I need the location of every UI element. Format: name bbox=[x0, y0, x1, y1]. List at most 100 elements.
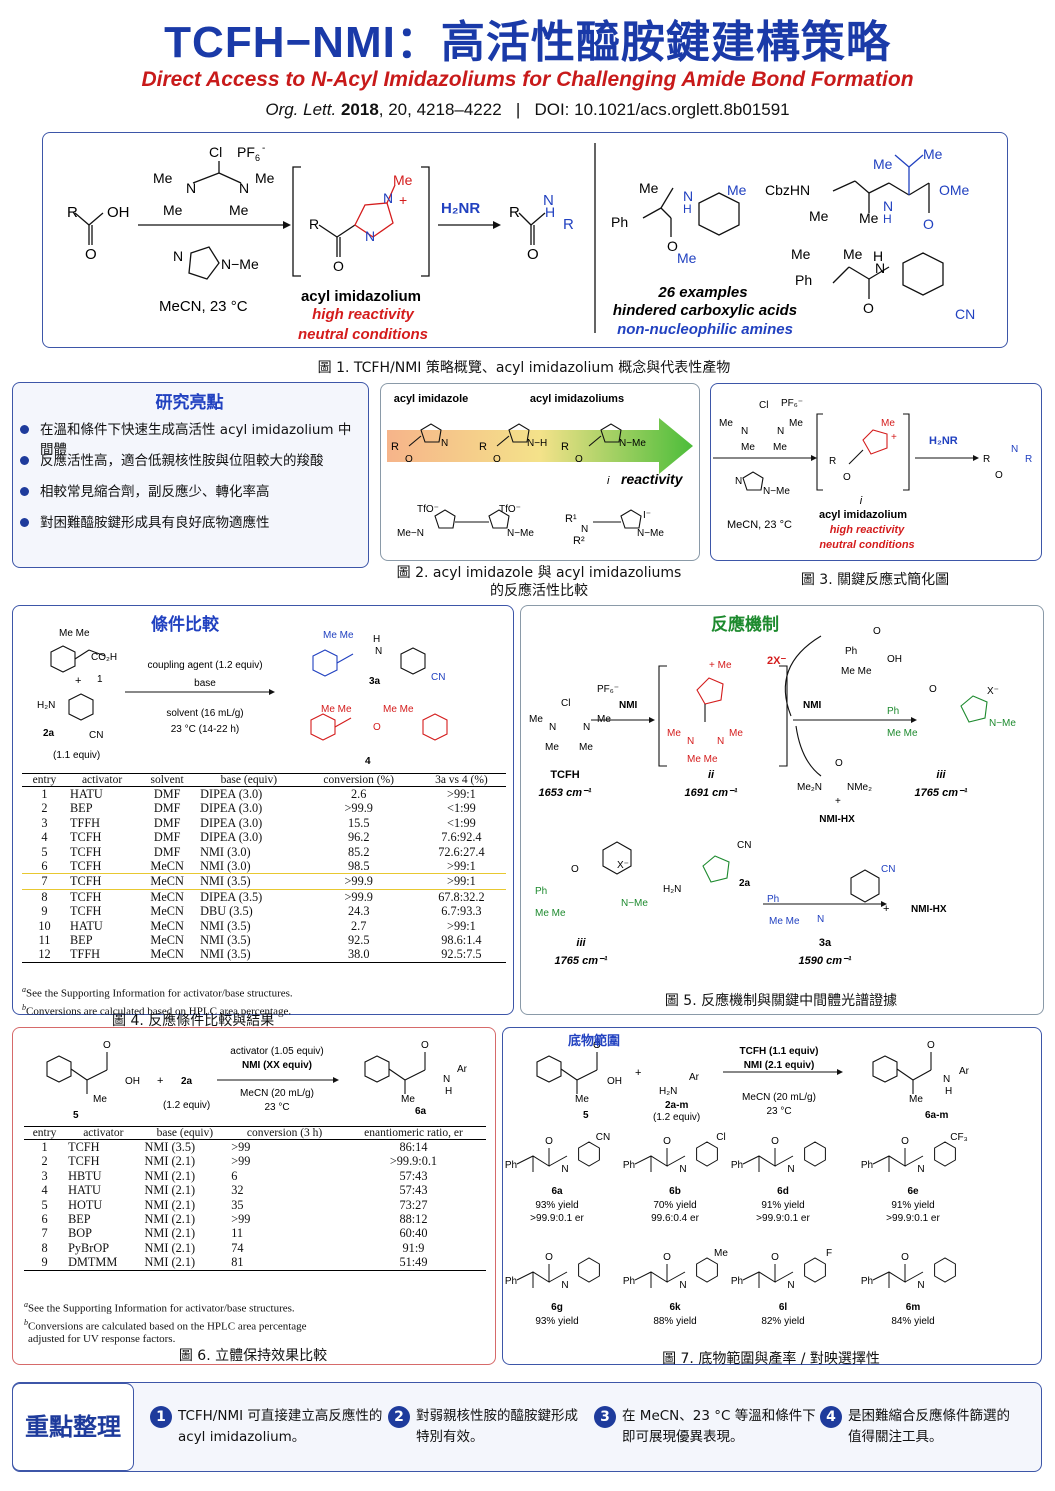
key-points-title: 重點整理 bbox=[12, 1383, 134, 1471]
svg-text:O: O bbox=[373, 722, 381, 733]
footnote-a: aSee the Supporting Information for acti… bbox=[22, 985, 293, 1000]
svg-text:Me Me: Me Me bbox=[323, 630, 354, 641]
product-er: 99.6:0.4 er bbox=[651, 1213, 699, 1224]
product-ph-label: Ph bbox=[623, 1160, 635, 1171]
svg-text:H₂N: H₂N bbox=[663, 884, 681, 895]
highlight-item: 反應活性高，適合低親核性胺與位阻較大的羧酸 bbox=[18, 451, 363, 482]
svg-text:H₂N: H₂N bbox=[659, 1086, 677, 1097]
key-point-4: 4 是困難縮合反應條件篩選的值得關注工具。 bbox=[820, 1406, 1010, 1448]
aryl-ring bbox=[578, 1257, 600, 1283]
svg-text:Me Me: Me Me bbox=[887, 728, 918, 739]
table-cell: DIPEA (3.0) bbox=[200, 830, 263, 845]
table-cell: 11 bbox=[231, 1226, 244, 1241]
fig4-footnotes: aSee the Supporting Information for acti… bbox=[22, 983, 506, 1018]
product-o-label: O bbox=[545, 1136, 553, 1147]
table-cell: TCFH bbox=[69, 889, 102, 904]
table-cell: MeCN bbox=[150, 859, 184, 874]
table-cell: 7 bbox=[41, 874, 48, 889]
table-cell: 2.6 bbox=[351, 787, 367, 801]
product-skeleton bbox=[634, 1264, 686, 1288]
table-cell: NMI (3.5) bbox=[200, 933, 251, 948]
fig5-tcfh-ir: 1653 cm⁻¹ bbox=[539, 787, 592, 799]
svg-text:2a: 2a bbox=[43, 728, 55, 739]
svg-text:Me: Me bbox=[163, 202, 183, 218]
svg-text:O: O bbox=[575, 454, 583, 465]
svg-text:O: O bbox=[995, 470, 1003, 481]
svg-text:R: R bbox=[983, 454, 990, 465]
table-cell: 2 bbox=[41, 801, 48, 816]
svg-text:5: 5 bbox=[73, 1110, 79, 1121]
fig6-table: entry activator base (equiv) conversion … bbox=[24, 1126, 486, 1271]
table-cell: 92.5:7.5 bbox=[441, 947, 482, 962]
table-cell: 85.2 bbox=[347, 844, 370, 859]
table-cell: TCFH bbox=[69, 874, 102, 889]
svg-text:Ar: Ar bbox=[457, 1064, 468, 1075]
fig7-solvent1: MeCN (20 mL/g) bbox=[742, 1092, 816, 1103]
svg-text:Me: Me bbox=[393, 172, 413, 188]
svg-text:Me: Me bbox=[677, 250, 697, 266]
aryl-ring bbox=[934, 1257, 956, 1283]
product-ph-label: Ph bbox=[861, 1160, 873, 1171]
svg-text:Me Me: Me Me bbox=[841, 666, 872, 677]
fig5-nmi: NMI bbox=[619, 700, 638, 711]
table-cell: HBTU bbox=[68, 1168, 102, 1183]
product-id: 6k bbox=[669, 1302, 681, 1313]
table-cell: BEP bbox=[69, 933, 93, 948]
table-cell: 15.5 bbox=[347, 815, 370, 830]
fig2-label-right: acyl imidazoliums bbox=[530, 393, 624, 405]
svg-text:Me: Me bbox=[809, 208, 829, 224]
table-cell: TCFH bbox=[69, 859, 102, 874]
key-point-line: 即可展現優異表現。 bbox=[622, 1429, 744, 1445]
product-n-label: N bbox=[787, 1164, 794, 1175]
table-cell: 7.6:92.4 bbox=[441, 830, 482, 845]
svg-text:Ph: Ph bbox=[767, 894, 779, 905]
svg-text:OH: OH bbox=[107, 204, 130, 221]
svg-text:H₂N: H₂N bbox=[37, 700, 55, 711]
svg-text:N: N bbox=[735, 476, 742, 487]
col-header: conversion (3 h) bbox=[246, 1127, 323, 1139]
table-cell: 6 bbox=[231, 1168, 238, 1183]
fig5-iii-ir: 1765 cm⁻¹ bbox=[915, 787, 968, 799]
product-o-label: O bbox=[771, 1252, 779, 1263]
key-point-line: 對弱親核性胺的醯胺鍵形成 bbox=[416, 1408, 578, 1424]
svg-text:Cl: Cl bbox=[209, 144, 222, 160]
svg-text:N−Me: N−Me bbox=[221, 256, 259, 272]
highlight-item: 對困難醯胺鍵形成具有良好底物適應性 bbox=[18, 513, 363, 544]
product-n-label: N bbox=[787, 1280, 794, 1291]
svg-text:O: O bbox=[667, 238, 678, 254]
product-id: 6e bbox=[907, 1186, 919, 1197]
highlights-title: 研究亮點 bbox=[155, 393, 224, 413]
svg-text:N: N bbox=[375, 646, 382, 657]
product-o-label: O bbox=[663, 1252, 671, 1263]
svg-text:X⁻: X⁻ bbox=[987, 686, 999, 697]
fig4-reagent1: coupling agent (1.2 equiv) bbox=[147, 660, 262, 671]
fig5-title: 反應機制 bbox=[711, 615, 779, 635]
svg-text:N: N bbox=[383, 190, 393, 206]
svg-text:N: N bbox=[875, 260, 885, 276]
svg-text:6a: 6a bbox=[415, 1106, 427, 1117]
svg-text:O: O bbox=[405, 454, 413, 465]
fig5-ii-ir: 1691 cm⁻¹ bbox=[685, 787, 738, 799]
table-cell: MeCN bbox=[150, 947, 184, 962]
fig2-caption: 圖 2. acyl imidazole 與 acyl imidazoliums … bbox=[380, 564, 698, 600]
footnote-a: aSee the Supporting Information for acti… bbox=[24, 1300, 295, 1315]
svg-text:N: N bbox=[943, 1074, 950, 1085]
svg-text:O: O bbox=[85, 246, 97, 263]
table-cell: DMF bbox=[153, 801, 181, 816]
table-cell: MeCN bbox=[150, 889, 184, 904]
fig3-reagent: H₂NR bbox=[929, 435, 958, 447]
product-id: 6l bbox=[779, 1302, 788, 1313]
svg-text:Me: Me bbox=[639, 180, 659, 196]
svg-text:O: O bbox=[835, 758, 843, 769]
table-cell: TFFH bbox=[69, 815, 101, 830]
fig1-feature1: high reactivity bbox=[312, 306, 414, 323]
fig1-scope-amines: non-nucleophilic amines bbox=[617, 321, 793, 338]
